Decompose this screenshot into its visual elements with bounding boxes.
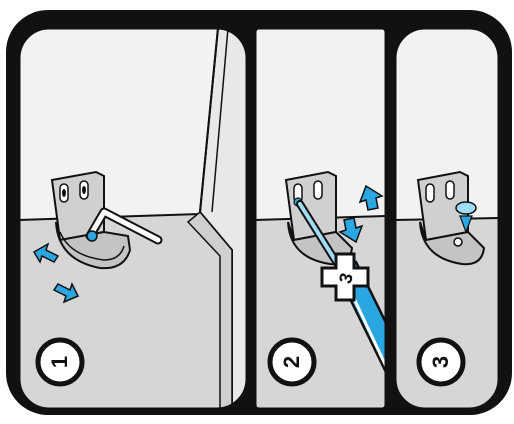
step-3-number: 3 — [428, 356, 453, 368]
step-1-number: 1 — [47, 356, 72, 368]
step-2-badge: 2 — [270, 340, 314, 384]
step-2-number: 2 — [279, 356, 304, 368]
step-1-badge: 1 — [38, 340, 82, 384]
step-3-badge: 3 — [419, 340, 463, 384]
